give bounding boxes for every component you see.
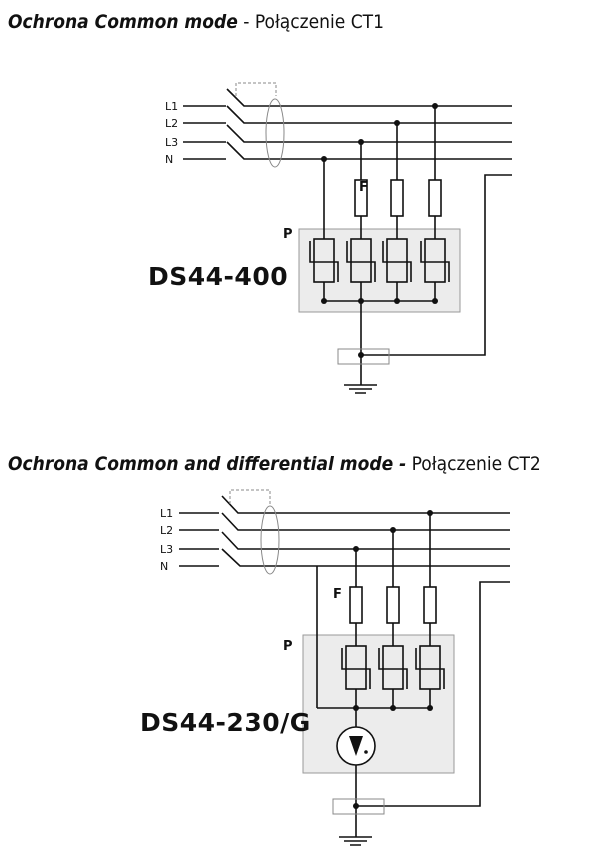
current-transformer: [260, 505, 280, 575]
label-l1: L1: [160, 507, 173, 520]
fuses: [354, 179, 442, 217]
diagram2-schematic: L1 L2 L3 N P F: [140, 489, 510, 846]
box-label: P: [283, 227, 293, 242]
label-n: N: [160, 560, 168, 573]
switch-link-dashed: [235, 82, 277, 96]
switch-link-dashed: [229, 489, 271, 504]
diagram2-title: Ochrona Common and differential mode - P…: [8, 453, 541, 475]
gas-discharge-tube: [336, 726, 376, 766]
supply-lines: [179, 495, 510, 567]
label-l2: L2: [160, 524, 173, 537]
diagram1-title: Ochrona Common mode - Połączenie CT1: [8, 11, 384, 33]
varistors: [341, 645, 445, 690]
branches: [316, 513, 510, 846]
fuses: [349, 586, 437, 624]
junctions: [353, 510, 433, 809]
supply-lines: [183, 88, 512, 160]
label-l3: L3: [165, 136, 178, 149]
branches: [323, 106, 512, 394]
label-l3: L3: [160, 543, 173, 556]
device-name: DS44-400: [148, 262, 288, 291]
diagram1-schematic: L1 L2 L3 N P F: [148, 82, 512, 394]
label-l2: L2: [165, 117, 178, 130]
earth-bar: [337, 348, 390, 365]
fuse-label: F: [359, 180, 368, 195]
box-label: P: [283, 639, 293, 654]
label-l1: L1: [165, 100, 178, 113]
device-box: [298, 228, 461, 313]
current-transformer: [265, 98, 285, 168]
fuse-label: F: [333, 587, 342, 602]
earth-bar: [332, 798, 385, 815]
varistors: [309, 238, 450, 283]
label-n: N: [165, 153, 173, 166]
device-name: DS44-230/G: [140, 708, 311, 737]
junctions: [321, 103, 438, 358]
